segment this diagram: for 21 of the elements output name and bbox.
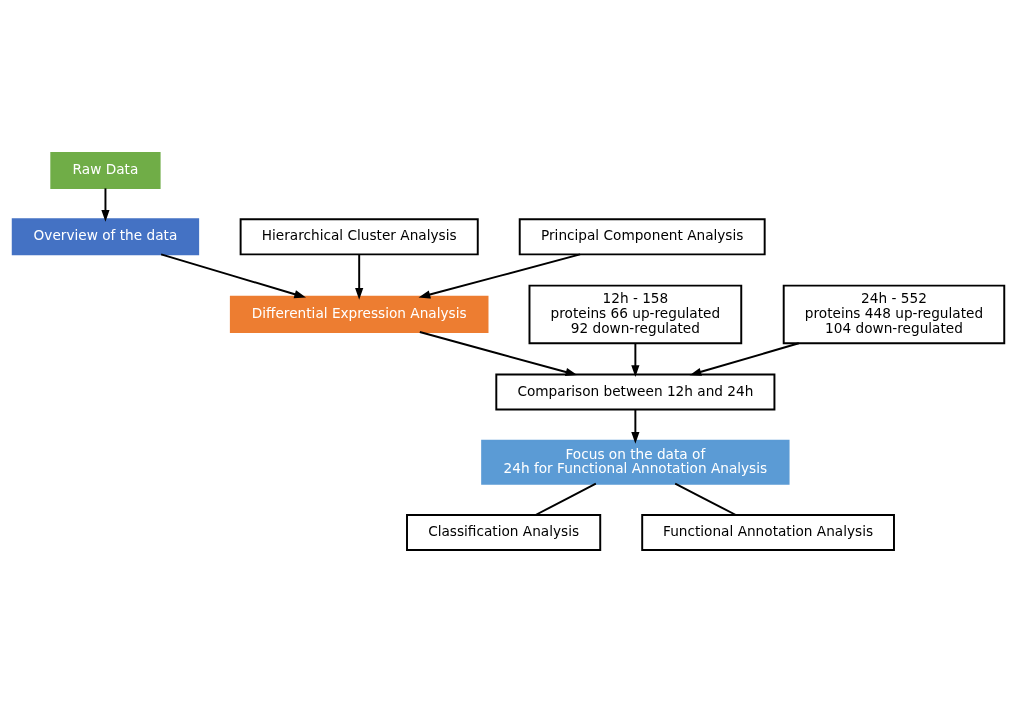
arrow — [101, 186, 110, 222]
arrow — [160, 252, 307, 298]
arrow — [418, 252, 582, 298]
node-box: Classification Analysis — [406, 513, 602, 551]
node-box: Raw Data — [50, 151, 161, 189]
arrow — [355, 253, 364, 300]
arrow — [689, 341, 800, 376]
node-box: Hierarchical Cluster Analysis — [239, 217, 479, 255]
connector — [535, 482, 597, 516]
arrow — [631, 342, 640, 377]
node-box: Principal Component Analysis — [518, 217, 766, 255]
node-box: Comparison between 12h and 24h — [495, 372, 776, 411]
arrow — [418, 330, 578, 376]
arrow — [631, 408, 640, 444]
node-box: Differential Expression Analysis — [229, 295, 489, 333]
node-box: Focus on the data of 24h for Functional Annotation Analysis — [481, 439, 790, 485]
connector — [674, 482, 737, 516]
node-box: 12h - 158 proteins 66 up-regulated 92 down-regulated — [528, 284, 743, 344]
node-box: Functional Annotation Analysis — [641, 513, 895, 551]
node-box: 24h - 552 proteins 448 up-regulated 104 down-regulated — [782, 284, 1006, 344]
node-box: Overview of the data — [11, 217, 200, 255]
